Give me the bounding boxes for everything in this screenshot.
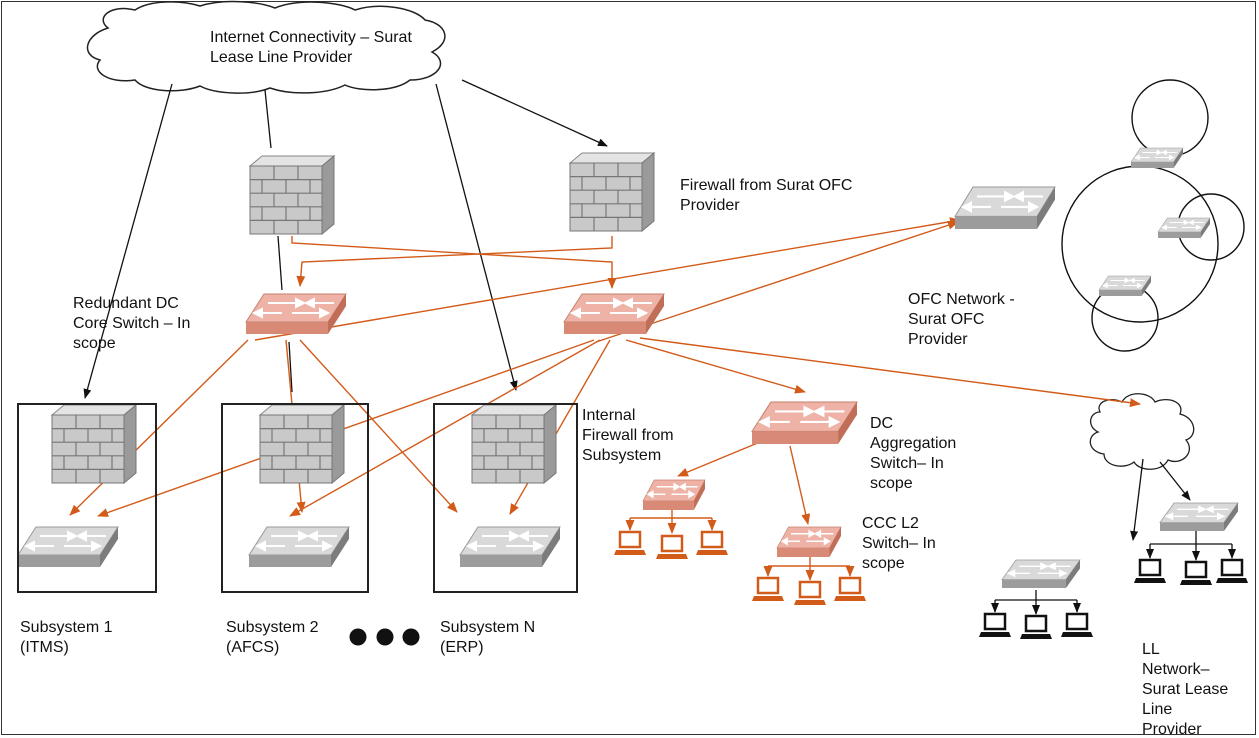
laptop-icon [750,576,786,603]
subsystem1-label: Subsystem 1 (ITMS) [20,619,113,656]
internal-firewall-label: Internal Firewall from Subsystem [582,407,674,464]
laptop-icon [612,530,648,557]
laptop-icon [1132,558,1168,585]
laptop-icon [694,530,730,557]
subsystem2-box [221,403,369,593]
internal-l2-switch-icon [642,479,706,511]
laptop-icon [977,612,1013,639]
ccc-l2-label: CCC L2 Switch– In scope [862,515,936,572]
ofc-ring-switch-2-icon [1157,217,1211,239]
subsystemN-label: Subsystem N (ERP) [440,619,536,656]
laptop-icon [832,576,868,603]
firewall-ofc-label: Firewall from Surat OFC Provider [680,177,853,214]
internet-label: Internet Connectivity – Surat Lease Line… [210,29,412,66]
subsystemN-box [433,403,578,593]
ll-network-cloud [1089,393,1195,470]
laptop-icon [1178,560,1214,587]
ofc-switch-icon [953,185,1057,231]
ll-network-label: LL Network– Surat Lease Line Provider [1142,641,1229,738]
laptop-icon [654,534,690,561]
internet-cloud [86,0,446,94]
ll-switch-icon [1159,502,1239,532]
black-links [83,79,1236,615]
ll-switch-2-icon [1001,559,1081,589]
core-switch-2-icon [563,293,665,335]
laptop-icon [1059,612,1095,639]
core-switch-1-icon [245,293,347,335]
ellipsis-dots [349,628,420,646]
subsystem2-label: Subsystem 2 (AFCS) [226,619,319,656]
dc-aggregation-switch-icon [750,400,859,446]
ofc-ring-switch-1-icon [1130,147,1184,169]
firewall-icon [249,155,335,235]
ccc-l2-switch-icon [776,526,842,558]
laptop-icon [1018,614,1054,641]
firewall-ofc-icon [569,152,655,232]
laptop-icon [1214,558,1250,585]
ofc-network-label: OFC Network - Surat OFC Provider [908,291,1015,348]
subsystem1-box [17,403,157,593]
ofc-rings [1061,79,1245,352]
dc-aggregation-label: DC Aggregation Switch– In scope [870,415,957,492]
laptop-icon [792,580,828,607]
ofc-ring-switch-3-icon [1098,275,1152,297]
core-switch-label: Redundant DC Core Switch – In scope [73,295,191,352]
